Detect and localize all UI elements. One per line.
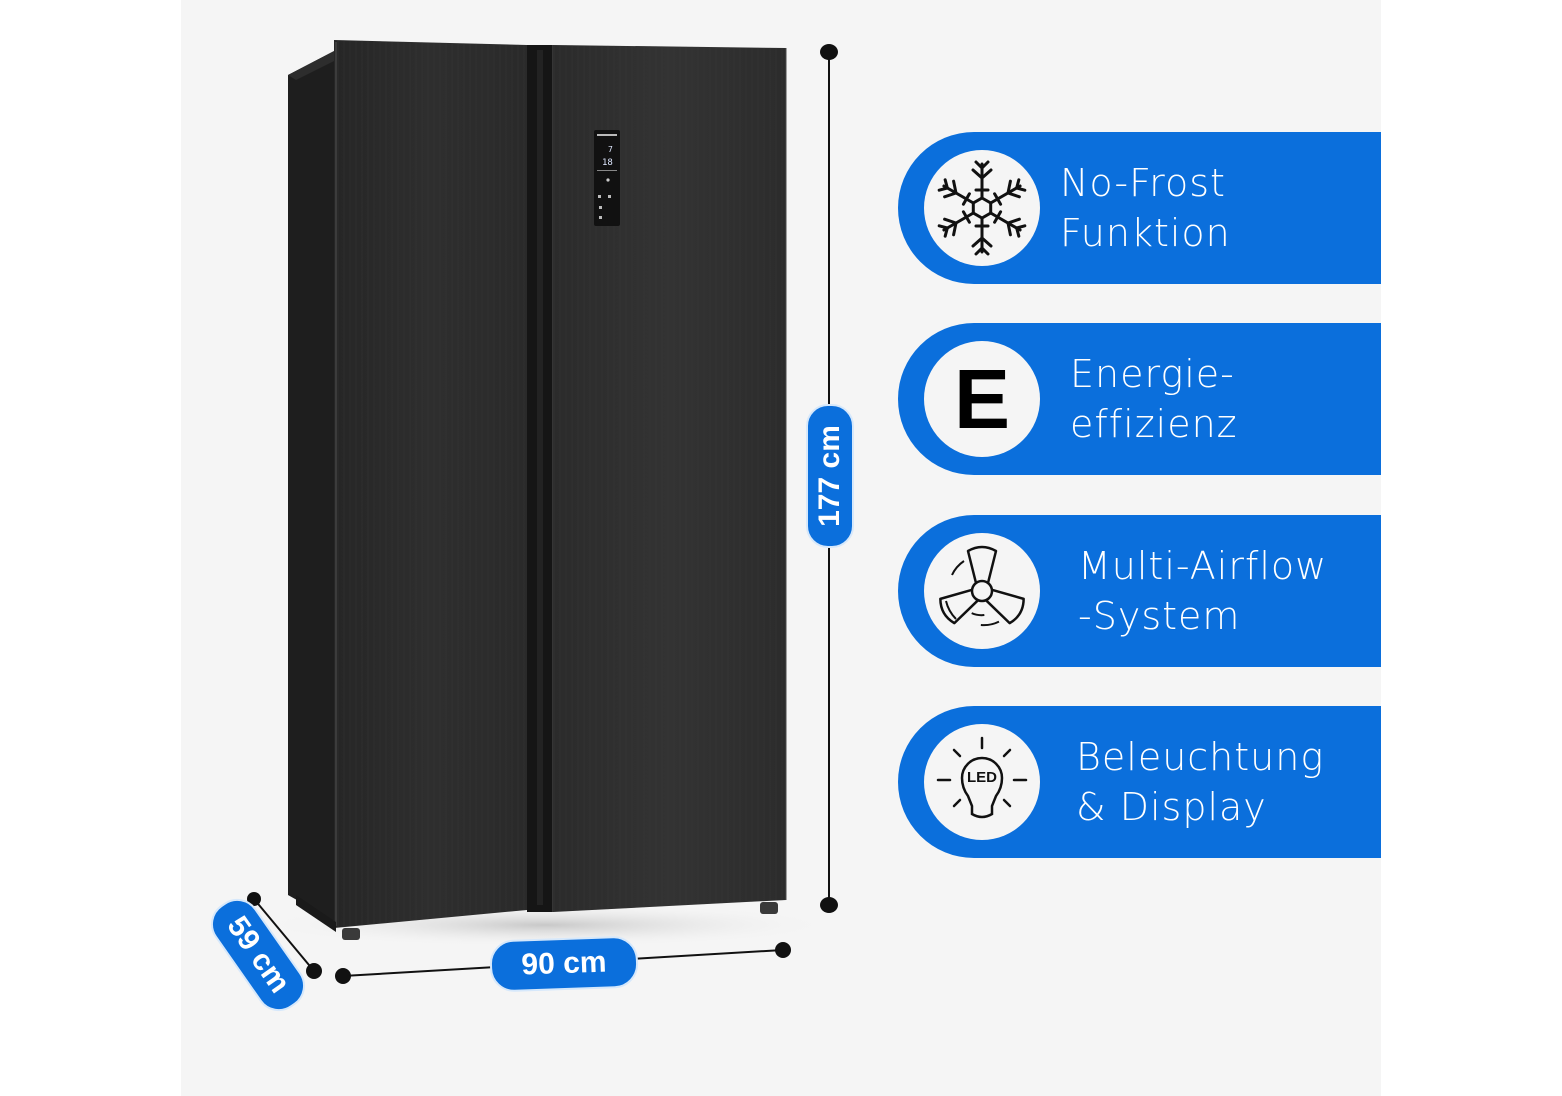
fan-icon <box>924 533 1040 649</box>
fridge-foot <box>342 928 360 940</box>
feature-title-line1: Beleuchtung <box>1076 735 1325 779</box>
energy-class-letter: E <box>953 352 1011 446</box>
feature-airflow: Multi-Airflow -System <box>898 515 1381 667</box>
fridge-foot <box>760 902 778 914</box>
width-value: 90 cm <box>520 945 608 982</box>
led-text: LED <box>967 769 997 786</box>
feature-lighting: LED Beleuchtung & Display <box>898 706 1381 858</box>
energy-class-icon: E <box>924 341 1040 457</box>
svg-text:7: 7 <box>608 145 613 154</box>
svg-text:18: 18 <box>602 158 613 168</box>
fridge-plinth <box>296 895 336 932</box>
feature-no-frost: No-Frost Funktion <box>898 132 1381 284</box>
feature-title-line2: effizienz <box>1070 402 1238 446</box>
height-value: 177 cm <box>813 425 846 527</box>
feature-title-line1: Multi-Airflow <box>1078 544 1328 588</box>
feature-title-line2: -System <box>1078 594 1241 638</box>
led-bulb-icon: LED <box>924 724 1040 840</box>
feature-title-line1: No-Frost <box>1060 161 1226 205</box>
feature-energy: E Energie- effizienz <box>898 323 1381 475</box>
feature-title-line2: & Display <box>1076 785 1267 829</box>
fridge-side <box>288 50 336 922</box>
width-label: 90 cm <box>489 935 639 993</box>
control-display: 7 18 <box>594 130 620 226</box>
feature-title-line1: Energie- <box>1070 352 1235 396</box>
snowflake-icon <box>924 150 1040 266</box>
height-label: 177 cm <box>806 404 854 548</box>
feature-title-line2: Funktion <box>1060 211 1231 255</box>
